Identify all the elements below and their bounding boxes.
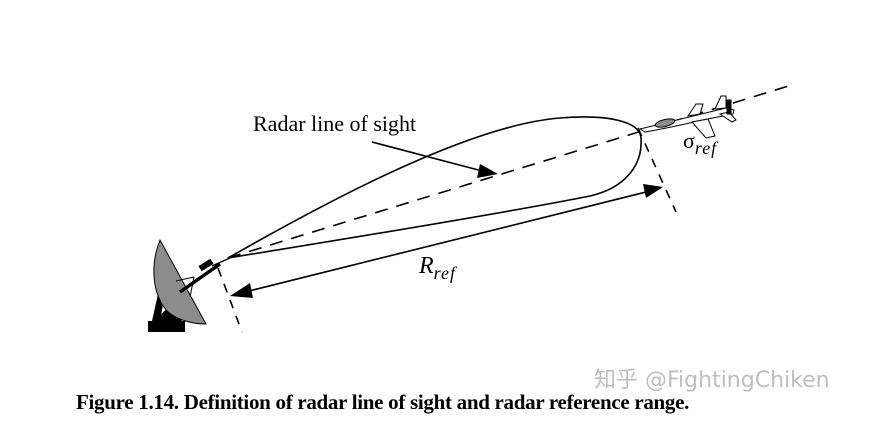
range-dimension-arrow (230, 184, 663, 298)
arrowhead-right-icon (643, 184, 663, 198)
antenna-beam-lobe (227, 116, 642, 259)
range-symbol: R (419, 253, 434, 279)
reference-range-label: Rref (419, 253, 456, 282)
sigma-subscript: ref (694, 138, 718, 158)
range-extension-lines (217, 127, 677, 333)
target-aircraft (638, 95, 737, 139)
range-subscript: ref (433, 263, 456, 283)
line-of-sight-label: Radar line of sight (253, 111, 417, 136)
line-of-sight-pointer-arrow (371, 141, 498, 178)
sigma-symbol: σ (683, 128, 695, 153)
watermark: 知乎 @FightingChiken (594, 368, 830, 393)
figure-caption: Figure 1.14. Definition of radar line of… (76, 390, 690, 414)
radar-dish-antenna (148, 238, 231, 332)
arrowhead-left-icon (230, 283, 253, 298)
pointer-arrowhead-icon (477, 164, 498, 178)
radar-cross-section-label: σref (683, 128, 717, 158)
